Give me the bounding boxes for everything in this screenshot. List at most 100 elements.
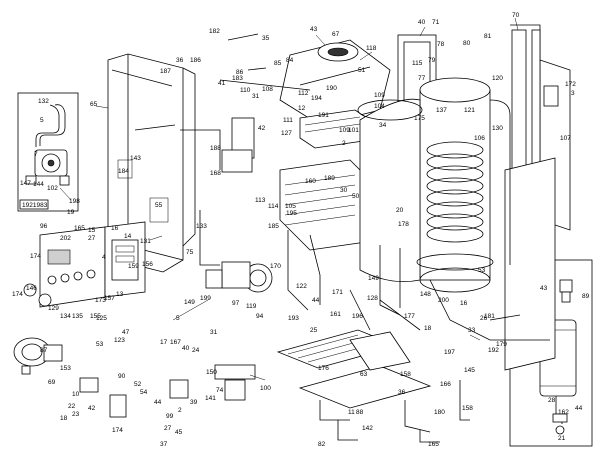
callout: 112 bbox=[298, 90, 309, 97]
left-inset-code: 1921983 bbox=[22, 202, 48, 209]
callout: 114 bbox=[268, 203, 279, 210]
callout: 31 bbox=[252, 93, 260, 100]
callout: 15 bbox=[88, 227, 96, 234]
callout: 144 bbox=[33, 181, 44, 188]
pump bbox=[205, 261, 273, 293]
callout: 179 bbox=[496, 341, 507, 348]
callout: 153 bbox=[60, 365, 71, 372]
callout: 183 bbox=[232, 75, 243, 82]
callout: 167 bbox=[170, 339, 181, 346]
callout: 191 bbox=[318, 112, 329, 119]
callout: 159 bbox=[128, 263, 139, 270]
callout: 105 bbox=[285, 203, 296, 210]
callout: 79 bbox=[428, 57, 436, 64]
callout: 148 bbox=[420, 291, 431, 298]
pipes bbox=[134, 33, 550, 341]
callout: 156 bbox=[142, 261, 153, 268]
drip-tray bbox=[276, 329, 432, 409]
callout: 65 bbox=[90, 101, 98, 108]
callout: 178 bbox=[398, 221, 409, 228]
callout: 89 bbox=[582, 293, 590, 300]
callout: 41 bbox=[218, 80, 226, 87]
callout: 53 bbox=[478, 267, 486, 274]
callout: 5 bbox=[176, 315, 180, 322]
callout: 26 bbox=[480, 315, 488, 322]
callout: 161 bbox=[330, 311, 341, 318]
callout: 134 bbox=[60, 313, 71, 320]
callout: 47 bbox=[122, 329, 130, 336]
callout: 131 bbox=[140, 238, 151, 245]
callout: 195 bbox=[286, 210, 297, 217]
callout: 188 bbox=[210, 145, 221, 152]
callout: 24 bbox=[192, 347, 200, 354]
callout: 16 bbox=[111, 225, 119, 232]
callout: 75 bbox=[186, 249, 194, 256]
callout: 101 bbox=[348, 127, 359, 134]
callout: 18 bbox=[60, 415, 68, 422]
callout: 96 bbox=[40, 223, 48, 230]
callout: 165 bbox=[74, 225, 85, 232]
callout: 119 bbox=[246, 303, 257, 310]
callout: 102 bbox=[47, 185, 58, 192]
callout: 190 bbox=[326, 85, 337, 92]
callout: 198 bbox=[69, 198, 80, 205]
callout: 77 bbox=[418, 75, 426, 82]
callout: 111 bbox=[283, 117, 293, 124]
callout: 90 bbox=[118, 373, 126, 380]
callout: 16 bbox=[460, 300, 468, 307]
callout: 147 bbox=[20, 180, 31, 187]
callout: 125 bbox=[96, 315, 107, 322]
callout: 180 bbox=[434, 409, 445, 416]
callout: 88 bbox=[356, 409, 364, 416]
callout: 43 bbox=[310, 26, 318, 33]
callout: 37 bbox=[160, 441, 168, 448]
callout: 158 bbox=[400, 371, 411, 378]
callout: 162 bbox=[558, 409, 569, 416]
leader-lines bbox=[95, 17, 519, 381]
callout: 27 bbox=[88, 235, 96, 242]
callout: 70 bbox=[512, 12, 520, 19]
callout: 107 bbox=[560, 135, 571, 142]
callout: 4 bbox=[102, 254, 106, 261]
callout: 21 bbox=[558, 435, 566, 442]
hot-water-cylinder bbox=[357, 77, 511, 293]
callout: 129 bbox=[48, 305, 59, 312]
callout: 39 bbox=[190, 399, 198, 406]
callout: 171 bbox=[332, 289, 343, 296]
callout: 82 bbox=[318, 441, 326, 448]
callout: 160 bbox=[305, 178, 316, 185]
callout: 30 bbox=[340, 187, 348, 194]
callout: 2 bbox=[178, 407, 182, 414]
callout: 22 bbox=[68, 403, 76, 410]
callout: 40 bbox=[182, 345, 190, 352]
callout: 120 bbox=[492, 75, 503, 82]
left-inset: 1921983 bbox=[17, 92, 79, 212]
callout: 133 bbox=[196, 223, 207, 230]
callout: 155 bbox=[90, 313, 101, 320]
callout: 2 bbox=[342, 140, 346, 147]
callout: 12 bbox=[298, 105, 306, 112]
callout: 100 bbox=[260, 385, 271, 392]
callout: 199 bbox=[200, 295, 211, 302]
callout: 174 bbox=[30, 253, 41, 260]
callout: 67 bbox=[332, 31, 340, 38]
callout: 194 bbox=[311, 95, 322, 102]
callout: 7 bbox=[34, 151, 38, 158]
callout: 173 bbox=[95, 297, 106, 304]
callout: 33 bbox=[468, 327, 476, 334]
callout: 35 bbox=[262, 35, 270, 42]
callout: 168 bbox=[210, 170, 221, 177]
callout: 193 bbox=[288, 315, 299, 322]
callout: 149 bbox=[184, 299, 195, 306]
callout: 40 bbox=[418, 19, 426, 26]
callout: 175 bbox=[414, 115, 425, 122]
callout: 51 bbox=[358, 67, 366, 74]
callout: 110 bbox=[240, 87, 251, 94]
callout: 121 bbox=[464, 107, 475, 114]
callout: 187 bbox=[160, 68, 171, 75]
callout: 53 bbox=[96, 341, 104, 348]
callout: 123 bbox=[114, 337, 125, 344]
callout: 36 bbox=[398, 389, 406, 396]
callout: 170 bbox=[270, 263, 281, 270]
